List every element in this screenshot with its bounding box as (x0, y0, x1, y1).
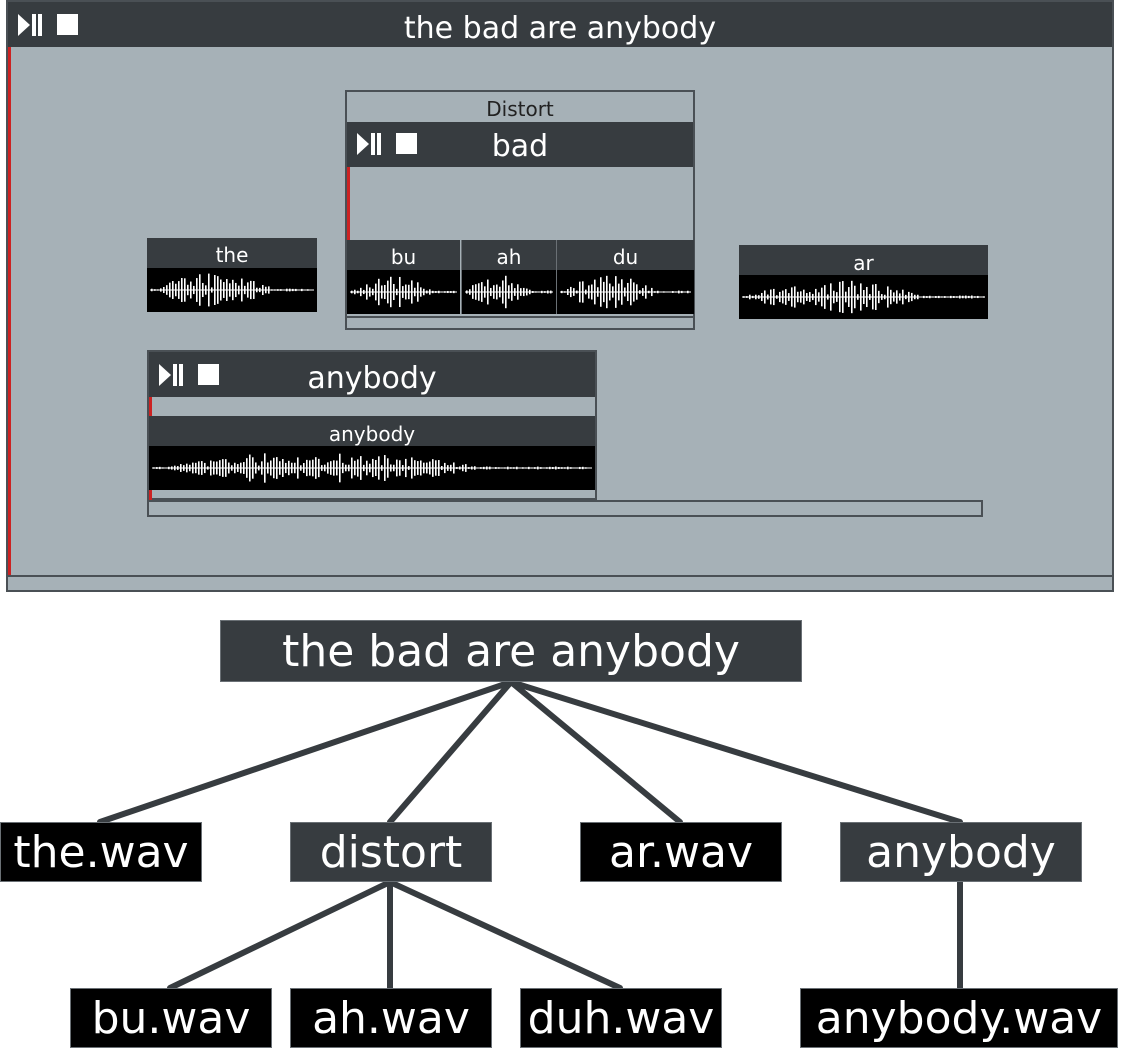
clip-label: ar (739, 245, 988, 275)
group-title: bad (491, 129, 549, 164)
clip-ah[interactable]: ah (461, 240, 556, 314)
tree-node-ar-wav[interactable]: ar.wav (580, 822, 782, 882)
edge-root-anybody (508, 679, 963, 825)
playhead[interactable] (347, 167, 350, 242)
main-window-title: the bad are anybody (403, 11, 717, 46)
waveform-bars (465, 275, 553, 309)
play-pause-icon[interactable] (159, 364, 185, 390)
waveform-bars (152, 453, 592, 483)
clip-label: anybody (149, 416, 595, 446)
clip-ar[interactable]: ar (739, 245, 988, 319)
tree-node-anybody-wav[interactable]: anybody.wav (800, 988, 1118, 1048)
clip-label: du (557, 240, 694, 270)
waveform (557, 270, 694, 314)
edge-distort-bu (167, 879, 393, 991)
waveform-bars (560, 275, 691, 309)
tree-node-distort[interactable]: distort (290, 822, 492, 882)
clip-label: ah (462, 240, 556, 270)
waveform (347, 270, 460, 314)
tree-node-anybody[interactable]: anybody (840, 822, 1082, 882)
main-track-scrollbar[interactable] (147, 500, 983, 517)
playhead[interactable] (8, 47, 11, 575)
stop-icon[interactable] (396, 133, 417, 154)
clip-the[interactable]: the (147, 238, 317, 312)
play-pause-icon[interactable] (18, 14, 44, 40)
horizontal-scrollbar[interactable] (8, 575, 1112, 590)
tree-root-node[interactable]: the bad are anybody (220, 620, 802, 682)
edge-root-the (97, 679, 514, 825)
play-pause-icon[interactable] (357, 133, 383, 159)
waveform-bars (742, 280, 985, 314)
waveform (147, 268, 317, 312)
waveform (739, 275, 988, 319)
distort-group: Distort bad bu ah du (345, 90, 695, 330)
waveform-bars (150, 273, 314, 307)
edge-distort-duh (387, 879, 623, 991)
stop-icon[interactable] (198, 364, 219, 385)
edge-root-ar (508, 679, 683, 825)
group-header: bad (347, 122, 693, 167)
group-title: anybody (307, 361, 437, 396)
waveform-bars (350, 276, 457, 308)
waveform (149, 446, 595, 490)
clip-du[interactable]: du (556, 240, 694, 314)
waveform (462, 270, 556, 314)
group-header: anybody (149, 352, 595, 397)
clip-anybody[interactable]: anybody (149, 416, 595, 490)
tree-node-ah-wav[interactable]: ah.wav (290, 988, 492, 1048)
edge-root-distort (387, 679, 514, 825)
clip-label: bu (347, 240, 460, 270)
clip-label: the (147, 238, 317, 268)
group-scrollbar[interactable] (347, 316, 693, 328)
effect-label[interactable]: Distort (347, 92, 693, 122)
stop-icon[interactable] (57, 14, 78, 35)
tree-node-duh-wav[interactable]: duh.wav (520, 988, 722, 1048)
tree-node-the-wav[interactable]: the.wav (0, 822, 202, 882)
tree-node-bu-wav[interactable]: bu.wav (70, 988, 272, 1048)
main-window-header: the bad are anybody (8, 2, 1112, 47)
clip-bu[interactable]: bu (347, 240, 460, 314)
anybody-group: anybody anybody (147, 350, 597, 500)
